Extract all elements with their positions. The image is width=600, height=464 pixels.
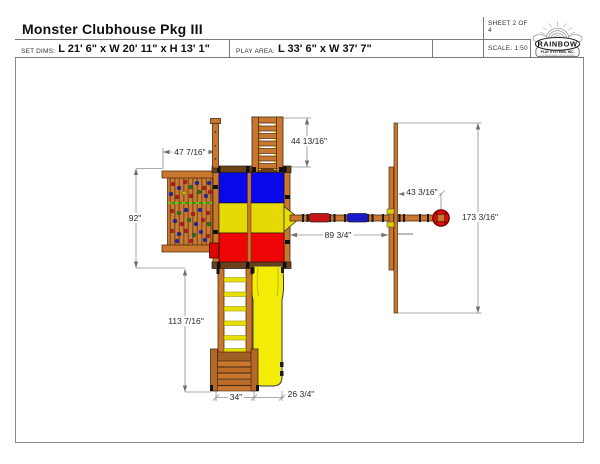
- access-ladder-bottom: [216, 268, 254, 369]
- empty-header-cell: [433, 40, 484, 58]
- sheet-title: Monster Clubhouse Pkg III: [22, 21, 203, 37]
- dimension-label-ladder-side-length: 113 7/16": [166, 316, 206, 326]
- logo-brand-text: RAINBOW: [537, 40, 577, 49]
- steering-wheel-accessory: [209, 242, 219, 259]
- climbing-holds: [168, 179, 213, 244]
- entry-ladder-top: [210, 116, 284, 173]
- logo-company-text: PLAY SYSTEMS, INC.: [541, 50, 575, 54]
- swing-seat-red: [308, 213, 331, 223]
- logo-tagline-text: FOR RESIDENTIAL PLAY EQUIPMENT: [540, 54, 576, 57]
- dimension-label-overall-width: 173 3/16": [459, 212, 501, 222]
- swing-seat-blue: [346, 213, 369, 223]
- scale-value: SCALE: 1:50: [488, 45, 528, 52]
- rock-climbing-wall: [161, 170, 219, 253]
- rainbow-play-systems-logo: RAINBOW PLAY SYSTEMS, INC. FOR RESIDENTI…: [532, 21, 583, 58]
- dimension-label-frame-to-tire: 43 3/16": [404, 187, 440, 197]
- dimension-label-rock-wall-width: 47 7/16": [172, 147, 208, 157]
- set-dims-cell: SET DIMS: L 21' 6" x W 20' 11" x H 13' 1…: [15, 40, 230, 58]
- swing-beam-assembly: [283, 122, 450, 314]
- dimension-arrowheads: [133, 118, 481, 392]
- play-area-value: L 33' 6" x W 37' 7": [277, 43, 372, 55]
- dimension-label-steps-width: 34": [227, 392, 245, 402]
- step-platform: [210, 348, 259, 392]
- tire-swing: [432, 209, 450, 227]
- dimension-label-entry-ladder-depth: 44 13/16": [288, 136, 330, 146]
- title-cell: Monster Clubhouse Pkg III: [15, 17, 484, 40]
- a-frame-leg: [386, 122, 413, 314]
- scale-cell: SCALE: 1:50: [484, 40, 531, 58]
- sheet-number-cell: SHEET 2 OF 4: [484, 17, 531, 40]
- set-dims-value: L 21' 6" x W 20' 11" x H 13' 1": [58, 43, 210, 55]
- dimension-label-slide-width: 26 3/4": [285, 389, 317, 399]
- logo-cell: RAINBOW PLAY SYSTEMS, INC. FOR RESIDENTI…: [531, 17, 584, 58]
- sheet-number: SHEET 2 OF 4: [488, 20, 528, 34]
- sheet-border: [15, 17, 584, 443]
- set-dims-label: SET DIMS:: [21, 48, 56, 55]
- dimension-label-left-depth: 92": [126, 213, 144, 223]
- play-area-label: PLAY AREA:: [236, 48, 275, 55]
- play-area-cell: PLAY AREA: L 33' 6" x W 37' 7": [230, 40, 433, 58]
- sun-rays-icon: [539, 21, 576, 35]
- dimension-label-beam-to-frame: 89 3/4": [322, 230, 354, 240]
